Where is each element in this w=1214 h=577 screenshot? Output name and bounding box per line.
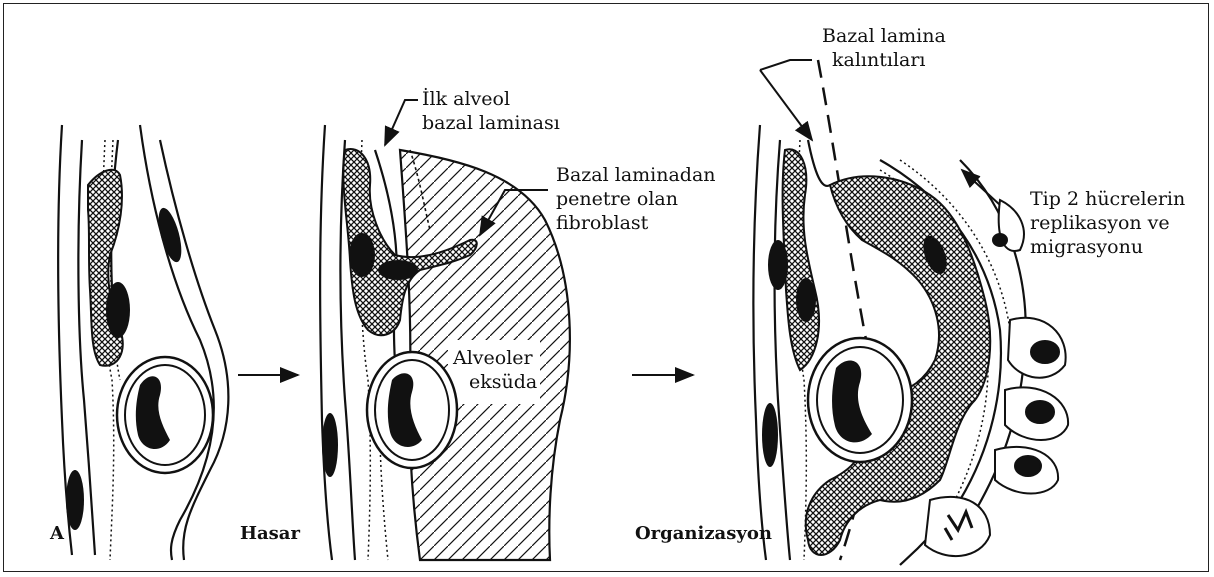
label-eksuda-line2: eksüda xyxy=(453,370,537,394)
panel-hasar-nucleus-3 xyxy=(322,413,338,477)
org-fibrosis-left xyxy=(783,149,819,370)
label-tip2-line2: replikasyon ve xyxy=(1030,211,1185,235)
panel-hasar-nucleus-1 xyxy=(349,233,375,277)
kalinti-pointer-2 xyxy=(760,70,812,140)
panel-org-nucleus-5 xyxy=(762,403,778,467)
tip2-migration-arrow xyxy=(962,170,1000,205)
panel-a-nucleus-3 xyxy=(66,470,84,530)
panel-hasar-outer-wall xyxy=(320,125,332,560)
label-tip2-line1: Tip 2 hücrelerin xyxy=(1030,187,1185,211)
panel-a-wall-right-2 xyxy=(160,140,228,560)
panel-label-hasar: Hasar xyxy=(240,522,300,546)
panel-a-nucleus-1 xyxy=(106,282,130,338)
ilk-alveol-pointer xyxy=(385,100,418,145)
label-kalinti-line2: kalıntıları xyxy=(822,48,946,72)
panel-a-nucleus-2 xyxy=(154,206,186,265)
label-bazal-lamina-kalintilari: Bazal lamina kalıntıları xyxy=(822,24,946,72)
label-eksuda-line1: Alveoler xyxy=(453,346,537,370)
panel-a-capillary xyxy=(117,357,213,473)
label-alveoler-eksuda: Alveoler eksüda xyxy=(453,346,537,394)
label-tip2-line3: migrasyonu xyxy=(1030,235,1185,259)
label-penetre-line1: Bazal laminadan xyxy=(556,163,716,187)
label-penetre-line3: fibroblast xyxy=(556,211,716,235)
label-penetre-fibroblast: Bazal laminadan penetre olan fibroblast xyxy=(556,163,716,235)
panel-label-organizasyon: Organizasyon xyxy=(635,522,772,546)
kalinti-pointer-1 xyxy=(760,60,812,70)
panel-hasar-capillary xyxy=(367,352,457,468)
label-tip2-hucreler: Tip 2 hücrelerin replikasyon ve migrasyo… xyxy=(1030,187,1185,259)
panel-org-nucleus-1 xyxy=(768,240,788,290)
panel-hasar-nucleus-2 xyxy=(378,260,418,280)
panel-org-nucleus-2 xyxy=(796,278,816,322)
label-penetre-line2: penetre olan xyxy=(556,187,716,211)
label-ilk-alveol-line1: İlk alveol xyxy=(422,87,560,111)
panel-org-capillary xyxy=(808,338,912,462)
label-ilk-alveol: İlk alveol bazal laminası xyxy=(422,87,560,135)
label-kalinti-line1: Bazal lamina xyxy=(822,24,946,48)
panel-label-a: A xyxy=(50,522,64,546)
label-ilk-alveol-line2: bazal laminası xyxy=(422,111,560,135)
panel-a-wall-right xyxy=(140,125,214,560)
panel-org-outer-wall xyxy=(753,125,766,560)
